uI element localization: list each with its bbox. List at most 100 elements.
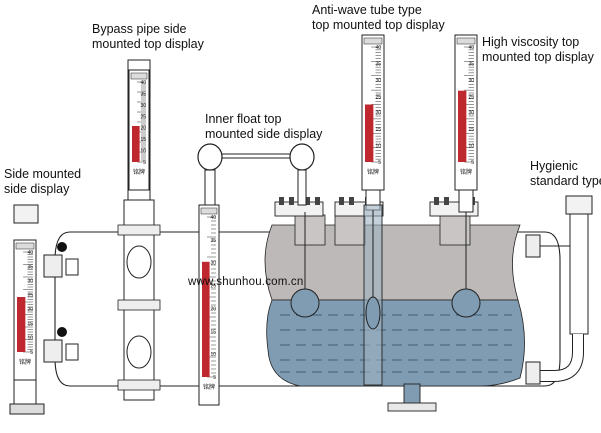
level-indicator [458, 90, 467, 162]
gauge-cap [363, 37, 383, 45]
label-bypass-pipe: Bypass pipe side mounted top display [92, 22, 204, 52]
hygienic-clamp-bottom [525, 361, 541, 385]
scale-label: 15 [210, 329, 216, 335]
gauge-cap [456, 37, 476, 45]
label-side-mounted: Side mounted side display [4, 167, 81, 197]
scale-label: 35 [27, 264, 33, 270]
brand-label: 铭牌 [203, 383, 215, 391]
hygienic-head [565, 195, 593, 215]
label-high-viscosity-line1: High viscosity top [482, 35, 580, 49]
scale-label: 40 [27, 250, 33, 256]
scale-label: 20 [140, 126, 146, 132]
scale-label: 20 [375, 111, 381, 117]
label-hygienic-line2: standard type [530, 174, 601, 188]
bolt [349, 197, 354, 205]
scale-label: 5 [30, 350, 33, 356]
tank-cutaway [264, 214, 525, 412]
bolt [289, 197, 294, 205]
scale-label: 15 [468, 127, 474, 133]
brand-label: 铭牌 [460, 168, 472, 176]
label-high-viscosity: High viscosity top mounted top display [482, 35, 594, 65]
label-hygienic: Hygienic standard type [530, 159, 601, 189]
bolt [339, 197, 344, 205]
scale-label: 15 [375, 127, 381, 133]
scale-label: 40 [140, 80, 146, 86]
scale-label: 5 [471, 160, 474, 166]
label-inner-float-line1: Inner float top [205, 112, 282, 126]
bolt [444, 197, 449, 205]
label-anti-wave: Anti-wave tube type top mounted top disp… [312, 3, 445, 33]
high-viscosity-float [451, 288, 481, 318]
bypass-chamber [126, 245, 152, 279]
inner-float-stem [204, 169, 216, 206]
scale-label: 35 [375, 61, 381, 67]
bypass-flange [117, 379, 161, 391]
scale-label: 35 [140, 91, 146, 97]
brand-label: 铭牌 [367, 168, 379, 176]
gauge-cap [130, 72, 148, 80]
bolt [434, 197, 439, 205]
scale-label: 10 [140, 149, 146, 155]
label-bypass-pipe-line1: Bypass pipe side [92, 22, 187, 36]
scale-label: 40 [468, 45, 474, 51]
valve-handle [57, 242, 67, 252]
side-valve [43, 339, 63, 363]
scale-label: 25 [375, 94, 381, 100]
switch-head-left [197, 143, 223, 171]
bolt [279, 197, 284, 205]
scale-label: 30 [375, 78, 381, 84]
scale-label: 25 [140, 114, 146, 120]
scale-label: 25 [468, 94, 474, 100]
level-indicator [365, 104, 374, 162]
inner-nozzle [439, 214, 471, 246]
hygienic-elbow-inner [540, 334, 583, 381]
brand-label: 铭牌 [133, 168, 145, 176]
scale-label: 10 [375, 144, 381, 150]
switch-head-right [289, 143, 315, 171]
scale-label: 25 [27, 293, 33, 299]
scale-label: 5 [213, 375, 216, 381]
scale-label: 30 [210, 261, 216, 267]
label-side-mounted-line2: side display [4, 182, 70, 196]
scale-label: 5 [143, 160, 146, 166]
side-gauge-top [13, 204, 39, 224]
scale-label: 5 [378, 160, 381, 166]
brand-label: 铭牌 [19, 358, 31, 366]
scale-label: 30 [468, 78, 474, 84]
scale-label: 35 [468, 61, 474, 67]
scale-label: 40 [375, 45, 381, 51]
label-anti-wave-line1: Anti-wave tube type [312, 3, 422, 17]
level-indicator [202, 261, 210, 377]
scale-label: 15 [27, 321, 33, 327]
bottom-flange [387, 402, 437, 412]
scale-label: 30 [27, 279, 33, 285]
anti-wave-gauge: 40 35 30 25 20 15 10 5 铭牌 [361, 34, 385, 191]
bypass-chamber [126, 335, 152, 369]
gauge-cap [15, 242, 35, 250]
bolt [305, 197, 310, 205]
anti-wave-float [365, 296, 381, 330]
side-flange [65, 343, 79, 361]
gauge-cap [200, 207, 218, 215]
label-inner-float-line2: mounted side display [205, 127, 323, 141]
scale-label: 20 [468, 111, 474, 117]
switch-stem [297, 169, 307, 206]
label-hygienic-line1: Hygienic [530, 159, 578, 173]
side-gauge-foot [9, 403, 45, 415]
side-flange [65, 258, 79, 276]
scale-label: 10 [210, 352, 216, 358]
bypass-flange [117, 224, 161, 236]
label-bypass-pipe-line2: mounted top display [92, 37, 204, 51]
side-valve [43, 254, 63, 278]
scale-label: 30 [140, 103, 146, 109]
level-indicator [17, 297, 26, 352]
hygienic-clamp-top [525, 234, 541, 258]
label-high-viscosity-line2: mounted top display [482, 50, 594, 64]
watermark: www.shunhou.com.cn [188, 276, 304, 288]
label-inner-float: Inner float top mounted side display [205, 112, 322, 142]
